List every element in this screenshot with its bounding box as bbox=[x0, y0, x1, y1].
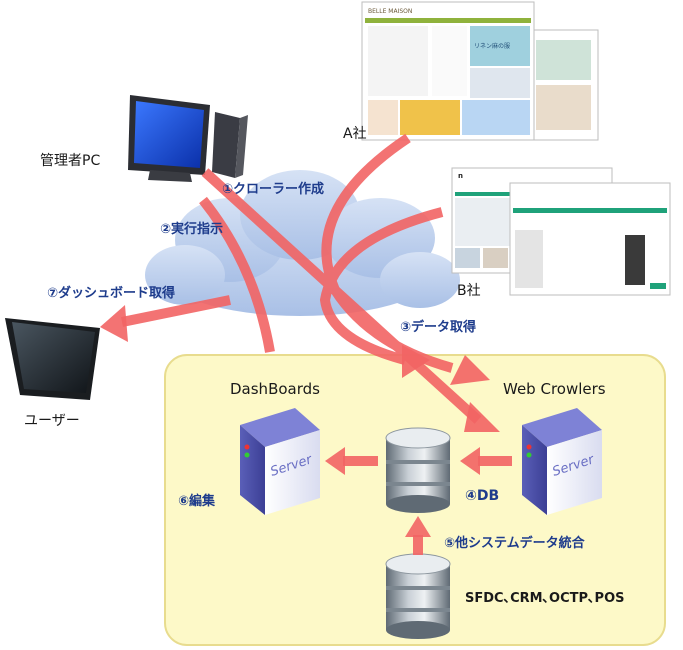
company-a-website-screenshot: BELLE MAISON リネン麻の服 bbox=[361, 1, 599, 141]
company-b-label: B社 bbox=[457, 283, 481, 299]
db-cylinder-icon bbox=[385, 427, 451, 513]
step-integrate: ⑤他システムデータ統合 bbox=[444, 536, 585, 551]
step-dashboard-fetch: ⑦ダッシュボード取得 bbox=[47, 286, 176, 301]
dashboards-label: DashBoards bbox=[230, 380, 320, 398]
dashboards-server-icon: Server bbox=[240, 408, 320, 515]
arrow-site-b-to-crawlers bbox=[319, 207, 444, 365]
step-data-fetch: ③データ取得 bbox=[400, 320, 477, 335]
legacy-systems-label: SFDC､CRM､OCTP､POS bbox=[465, 591, 625, 606]
step-edit: ⑥編集 bbox=[178, 494, 216, 509]
arrow-pc-to-dashboards bbox=[199, 196, 275, 353]
company-b-website-screenshot: n bbox=[451, 167, 671, 296]
svg-text:n: n bbox=[458, 172, 463, 180]
step-run-instruction: ②実行指示 bbox=[160, 222, 224, 237]
legacy-db-cylinder-icon bbox=[385, 553, 451, 639]
arrow-dashboard-to-tablet bbox=[121, 295, 231, 327]
admin-pc-icon bbox=[128, 95, 248, 182]
web-crowlers-label: Web Crowlers bbox=[503, 380, 606, 398]
step-crawler-build: ①クローラー作成 bbox=[222, 182, 325, 197]
company-a-label: A社 bbox=[343, 126, 367, 142]
db-label: ④DB bbox=[465, 488, 500, 504]
web-crowlers-server-icon: Server bbox=[522, 408, 602, 515]
arrow-heads bbox=[100, 305, 500, 537]
user-label: ユーザー bbox=[24, 413, 80, 429]
company-a-logo: BELLE MAISON bbox=[368, 8, 412, 15]
tablet-icon bbox=[5, 318, 100, 400]
admin-pc-label: 管理者PC bbox=[40, 153, 101, 169]
company-a-banner: リネン麻の服 bbox=[474, 42, 510, 50]
